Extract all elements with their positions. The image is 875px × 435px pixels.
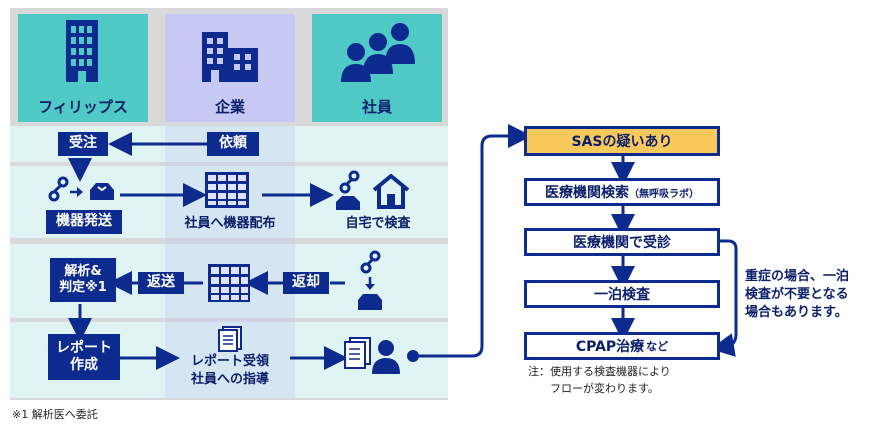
request-tag: 依頼 [207, 132, 259, 156]
report-tag: レポート 作成 [48, 334, 120, 380]
sas-suspected-box: SASの疑いあり [524, 126, 720, 156]
device-to-box-icon [358, 250, 382, 310]
report-person-icon [344, 337, 400, 374]
cpap-treatment-box: CPAP治療など [524, 332, 720, 360]
distribution-label: 社員へ機器配布 [184, 216, 276, 231]
report-icon [218, 326, 242, 352]
footnote: ※1 解析医へ委託 [12, 408, 98, 421]
equipment-note: 注：使用する検査機器により フローが変わります。 [528, 365, 671, 396]
sas-suspected-label: SASの疑いあり [571, 134, 673, 150]
building-icon [66, 20, 98, 82]
severe-case-note: 重症の場合、一泊 検査が不要となる 場合もあります。 [745, 269, 850, 321]
connector-dot [407, 350, 419, 362]
clinic-search-box: 医療機関検索（無呼吸ラボ） [524, 178, 720, 206]
return-tag: 返却 [283, 272, 329, 294]
home-test-label: 自宅で検査 [345, 216, 411, 231]
overnight-test-label: 一泊検査 [594, 287, 650, 303]
office-building-icon [202, 32, 258, 82]
clinic-visit-label: 医療機関で受診 [573, 235, 671, 251]
box-icon [90, 183, 114, 200]
shipping-tag: 機器発送 [46, 210, 122, 234]
send-back-tag: 返送 [138, 272, 184, 294]
company-column-label: 企業 [214, 98, 245, 116]
clinic-search-sub: （無呼吸ラボ） [629, 188, 699, 200]
people-icon [341, 23, 415, 82]
flow-connectors [440, 124, 738, 358]
overnight-test-box: 一泊検査 [524, 280, 720, 308]
swimlane-connectors [68, 132, 460, 370]
philips-column-label: フィリップス [38, 98, 128, 116]
cpap-treatment-label: CPAP治療 [575, 339, 645, 355]
grid-icon [205, 172, 249, 208]
employee-column-label: 社員 [361, 98, 392, 116]
report-receive-label: レポート受領 社員への指導 [190, 354, 269, 387]
order-tag: 受注 [58, 132, 108, 156]
clinic-search-label: 医療機関検索 [545, 185, 629, 201]
grid-icon [208, 264, 250, 302]
clinic-visit-box: 医療機関で受診 [524, 228, 720, 256]
analysis-tag: 解析& 判定※1 [50, 258, 116, 302]
home-icon [372, 174, 410, 209]
arrow-right-icon [70, 187, 83, 197]
cpap-treatment-sub: など [646, 340, 669, 353]
device-icon [48, 176, 69, 202]
device-icon [336, 170, 360, 210]
company-column-tint [165, 126, 295, 398]
